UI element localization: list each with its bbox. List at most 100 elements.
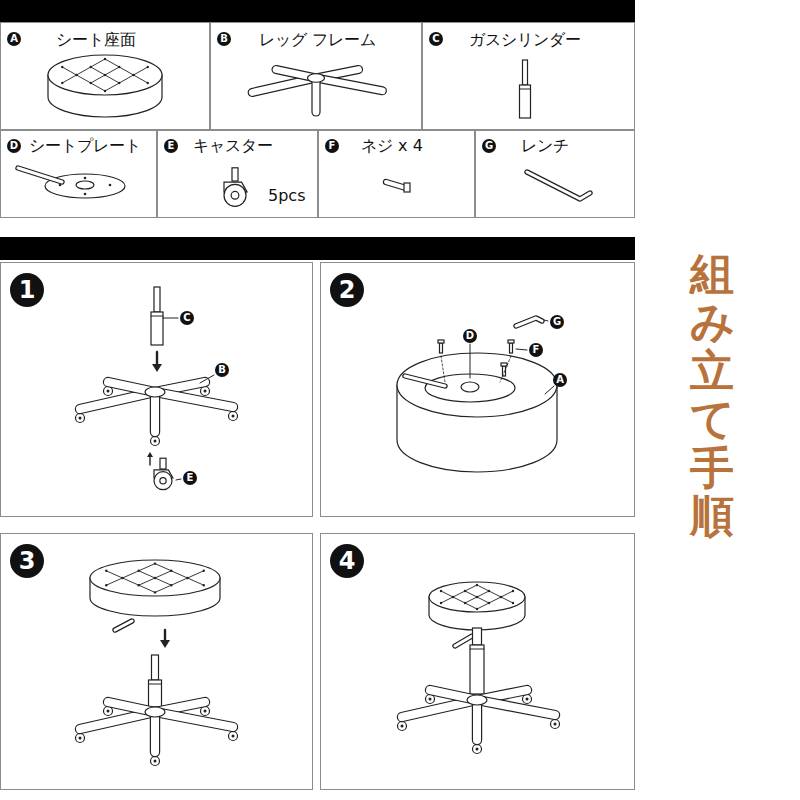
leader-line [200, 375, 214, 383]
wrench [527, 172, 590, 199]
step-number: 3 [10, 544, 44, 578]
tufting-line [501, 597, 513, 603]
tufting-line [134, 67, 148, 75]
wrench [527, 172, 590, 199]
tufting-line [139, 578, 155, 585]
tufting-button [75, 74, 77, 76]
tufting-button [476, 596, 478, 598]
leg-arm [313, 78, 320, 112]
tufting-line [489, 591, 501, 597]
guide-line [500, 356, 511, 382]
caster-hub [476, 748, 479, 751]
tufting-line [119, 67, 133, 75]
tufting-line [62, 75, 76, 83]
screw-shank [386, 182, 406, 188]
caster-hub [401, 725, 404, 728]
tufting-button [203, 584, 205, 586]
cylinder-body [470, 645, 484, 694]
caster-hub [231, 191, 239, 199]
caster-wheel [398, 722, 407, 731]
part-name: ガスシリンダー [469, 30, 581, 50]
cylinder-ring [470, 649, 484, 650]
plate-lever [18, 168, 62, 182]
wrench [516, 318, 542, 326]
tufting-button [104, 74, 106, 76]
leg-arm [316, 78, 382, 91]
tufting-button [488, 590, 490, 592]
tufting-button [121, 577, 123, 579]
arrow-head [160, 640, 170, 648]
tufting-line [155, 578, 171, 585]
tufting-button [488, 602, 490, 604]
tufting-line [62, 67, 76, 75]
caster-wheel [473, 745, 482, 754]
leg-hub [467, 695, 487, 705]
part-name: 5pcs [268, 186, 305, 206]
tufting-line [465, 591, 477, 597]
caster-stem [160, 458, 166, 469]
part-cell: Aシート座面 [0, 22, 210, 130]
tufting-line [91, 59, 105, 67]
tufting-button [170, 570, 172, 572]
tufting-line [123, 571, 139, 578]
part-name: レンチ [521, 136, 569, 156]
step-panel: 4 [320, 533, 635, 790]
tufting-button [170, 584, 172, 586]
tufting-button [186, 577, 188, 579]
caster-hub [232, 415, 235, 418]
tufting-line [105, 83, 119, 91]
header-bar [0, 237, 635, 260]
part-name: レッグ フレーム [259, 30, 376, 50]
seat-top [429, 582, 525, 612]
tufting-line [139, 571, 155, 578]
step-panel: 1 [0, 262, 313, 517]
plate-hub [76, 181, 94, 189]
plate-lever [115, 621, 132, 630]
tufting-button [105, 584, 107, 586]
caster-wheel [224, 184, 246, 206]
caster-hub [107, 390, 110, 393]
screw-shank [440, 343, 443, 353]
leg-arm [316, 78, 382, 91]
leader-line [163, 318, 178, 319]
tufting-line [134, 75, 148, 83]
caster-hub [554, 723, 557, 726]
caster-wheel [551, 720, 560, 729]
part-name: シート座面 [56, 30, 136, 50]
tufting-line [105, 75, 119, 83]
tufting-line [453, 591, 465, 597]
leg-arm [150, 392, 160, 432]
seat-top [48, 55, 162, 95]
leg-arm [477, 700, 555, 715]
callout-letter: F [529, 343, 543, 357]
tufting-line [441, 597, 453, 603]
screw-shank [510, 343, 513, 353]
seat-top [397, 353, 557, 417]
caster-wheel [229, 732, 238, 741]
leg-hub [145, 387, 165, 397]
tufting-line [155, 585, 171, 592]
part-letter: C [429, 32, 443, 46]
part-letter: E [164, 139, 178, 153]
tufting-line [477, 591, 489, 597]
guide-line [441, 356, 445, 382]
tufting-line [77, 67, 91, 75]
caster-wheel [76, 734, 85, 743]
part-name: シートプレート [29, 136, 141, 156]
leader-line [470, 344, 471, 378]
cylinder-ring [151, 316, 163, 317]
leg-arm [151, 712, 159, 752]
caster-wheel [229, 412, 238, 421]
step-number: 2 [330, 273, 364, 307]
caster-hub [204, 390, 207, 393]
leader-line [545, 386, 554, 394]
tufting-line [477, 597, 489, 603]
arrow-line [156, 352, 158, 366]
tufting-button [138, 570, 140, 572]
part-name: ネジ x 4 [361, 136, 423, 156]
tufting-button [464, 590, 466, 592]
tufting-button [61, 82, 63, 84]
caster-wheel [151, 757, 160, 766]
